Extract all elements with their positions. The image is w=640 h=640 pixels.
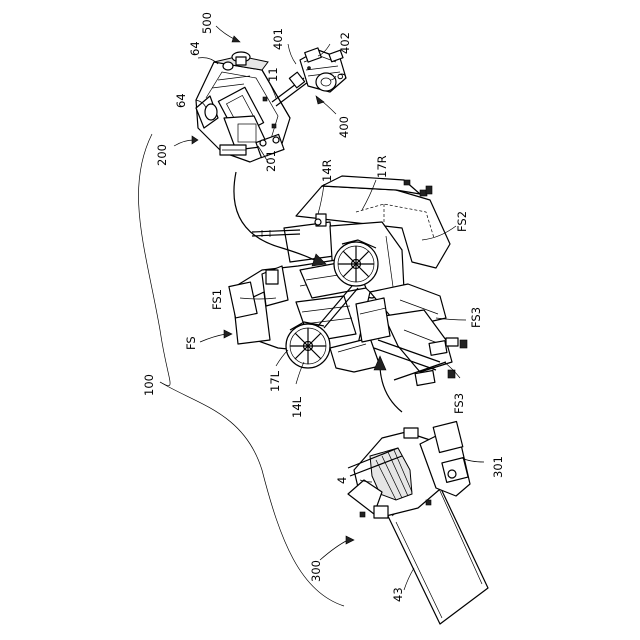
label-64-upper: 64	[188, 41, 202, 56]
label-301: 301	[491, 456, 505, 478]
label-400: 400	[337, 116, 351, 138]
label-17R: 17R	[375, 155, 389, 178]
label-11: 11	[266, 67, 280, 82]
label-FS1: FS1	[210, 289, 224, 310]
label-201: 201	[264, 150, 278, 172]
label-402: 402	[338, 32, 352, 54]
label-FS3-upper: FS3	[469, 307, 483, 328]
label-64-lower: 64	[174, 93, 188, 108]
label-300: 300	[309, 560, 323, 582]
label-FS3-lower: FS3	[452, 393, 466, 414]
label-14L: 14L	[290, 396, 304, 418]
label-200: 200	[155, 144, 169, 166]
label-4: 4	[335, 477, 349, 484]
conveyor-unit-300	[348, 421, 488, 624]
label-FS2: FS2	[455, 211, 469, 232]
label-9: 9	[335, 73, 349, 80]
main-body-FS	[229, 176, 467, 385]
label-43: 43	[391, 587, 405, 602]
label-17L: 17L	[268, 370, 282, 392]
label-500: 500	[200, 12, 214, 34]
label-100: 100	[142, 374, 156, 396]
label-401: 401	[271, 28, 285, 50]
label-FS: FS	[184, 336, 198, 350]
label-14R: 14R	[320, 159, 334, 182]
